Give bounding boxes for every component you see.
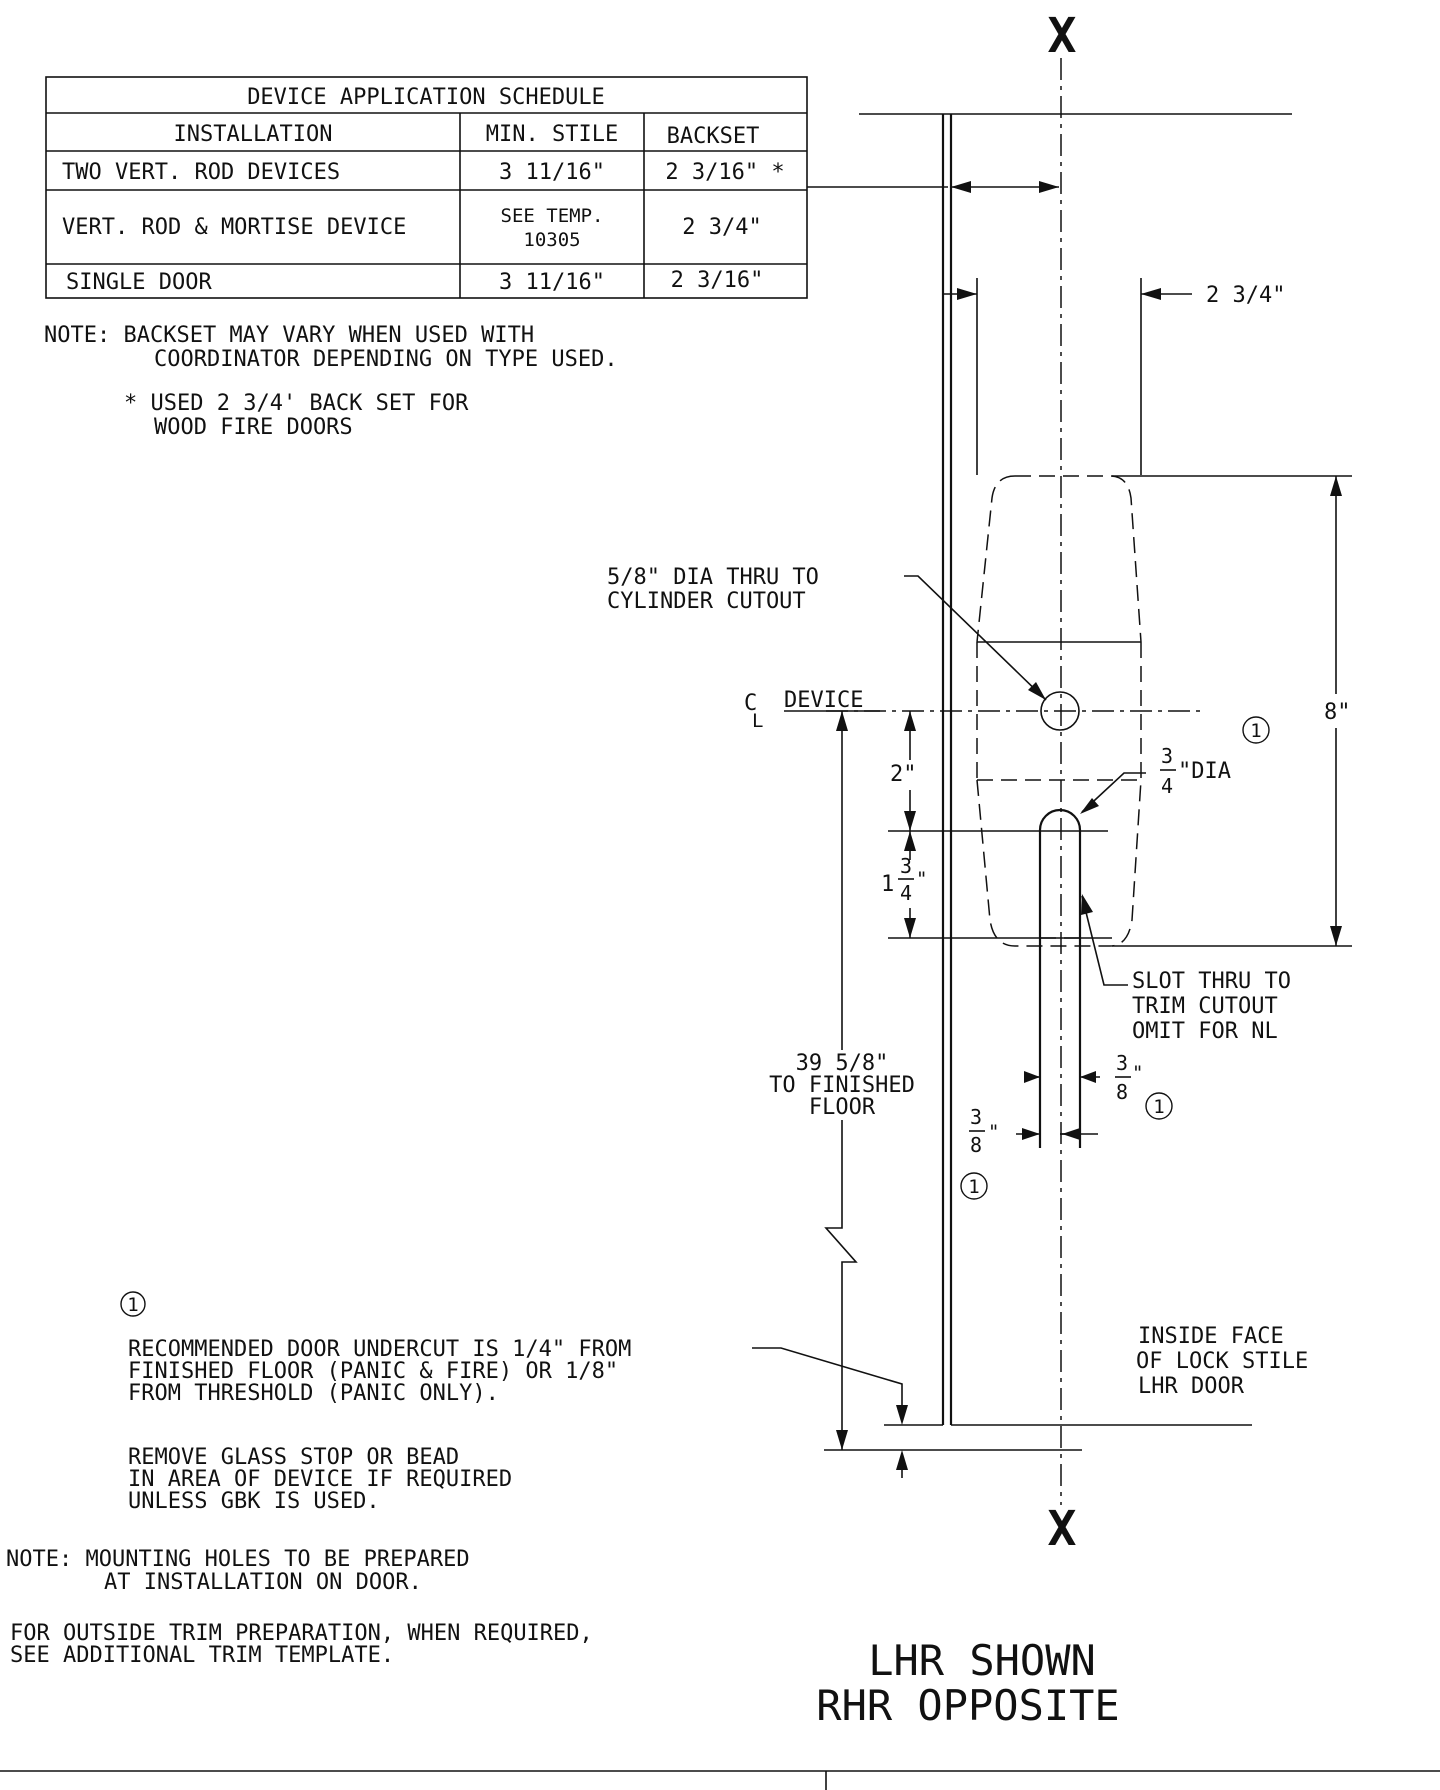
hand-label-line: LHR SHOWN	[868, 1636, 1096, 1685]
note-ref-bubble-label: 1	[968, 1176, 979, 1198]
floor-dimension-text: TO FINISHED	[769, 1073, 915, 1098]
note-text: * USED 2 3/4' BACK SET FOR	[124, 391, 469, 416]
dim-frac-den: 8	[970, 1133, 982, 1157]
dim-whole: 1	[881, 872, 894, 897]
schedule-header-backset: BACKSET	[667, 124, 760, 149]
centerline-symbol: C	[744, 691, 757, 716]
schedule-title: DEVICE APPLICATION SCHEDULE	[247, 85, 605, 110]
note-text: SEE ADDITIONAL TRIM TEMPLATE.	[10, 1643, 394, 1668]
schedule-row-installation: TWO VERT. ROD DEVICES	[62, 160, 340, 185]
schedule-row-min-stile: 3 11/16"	[499, 160, 605, 185]
note-text: NOTE: BACKSET MAY VARY WHEN USED WITH	[44, 323, 534, 348]
dim-1-3-4-inch: 1 3 4 "	[881, 831, 927, 938]
door-stile-edge	[824, 113, 1292, 1451]
dim-2-inch: 2"	[890, 711, 917, 831]
note-text: NOTE: MOUNTING HOLES TO BE PREPARED	[6, 1547, 470, 1572]
device-centerline-label: C L DEVICE	[744, 688, 880, 732]
cutout-width-dimension: 2 3/4"	[943, 278, 1285, 475]
slot-callout-text: TRIM CUTOUT	[1132, 994, 1278, 1019]
note-text: FOR OUTSIDE TRIM PREPARATION, WHEN REQUI…	[10, 1621, 593, 1646]
note-text: FROM THRESHOLD (PANIC ONLY).	[128, 1381, 499, 1406]
undercut-note: 1 RECOMMENDED DOOR UNDERCUT IS 1/4" FROM…	[6, 1291, 631, 1668]
schedule-row-min-stile: SEE TEMP.	[501, 205, 604, 227]
dim-inch: "	[1132, 1062, 1143, 1084]
slot-offset-dimension: 3 8 "	[969, 1105, 1098, 1157]
note-ref-bubble-label: 1	[1250, 720, 1261, 742]
slot-width-dimension: 3 8 "	[1024, 1051, 1143, 1104]
schedule-row-backset: 2 3/4"	[682, 215, 761, 240]
cutout-height-dimension: 8"	[1324, 476, 1351, 946]
stile-label-text: INSIDE FACE	[1138, 1324, 1284, 1349]
dim-frac-num: 3	[1116, 1051, 1128, 1075]
schedule-row-min-stile: 3 11/16"	[499, 270, 605, 295]
slot-dia-callout: 3 4 "DIA	[1080, 744, 1231, 814]
note-ref-bubble	[1242, 716, 1270, 744]
template-centerline: X X	[1048, 8, 1077, 1557]
stile-label-text: LHR DOOR	[1138, 1374, 1245, 1399]
note-text: REMOVE GLASS STOP OR BEAD	[128, 1445, 459, 1470]
hole-callout: 5/8" DIA THRU TO CYLINDER CUTOUT	[607, 565, 1047, 701]
slot-callout: SLOT THRU TO TRIM CUTOUT OMIT FOR NL	[1081, 894, 1291, 1044]
dim-cutout-height: 8"	[1324, 700, 1351, 725]
schedule-header-installation: INSTALLATION	[174, 122, 333, 147]
trim-cutout-outline	[976, 475, 1142, 947]
dim-frac-num: 3	[1161, 744, 1173, 768]
slot-callout-text: SLOT THRU TO	[1132, 969, 1291, 994]
hand-label: LHR SHOWN RHR OPPOSITE	[816, 1636, 1119, 1730]
x-marker-bottom: X	[1048, 1501, 1077, 1557]
schedule-header-min-stile: MIN. STILE	[486, 122, 618, 147]
schedule-row-installation: SINGLE DOOR	[66, 270, 212, 295]
undercut-leader	[752, 1347, 908, 1478]
dim-frac-num: 3	[970, 1105, 982, 1129]
floor-dimension-text: FLOOR	[809, 1095, 876, 1120]
note-ref-bubble-label: 1	[127, 1294, 138, 1316]
floor-height-dimension: 39 5/8" TO FINISHED FLOOR	[769, 711, 915, 1450]
stile-label: INSIDE FACE OF LOCK STILE LHR DOOR	[1136, 1324, 1308, 1399]
note-text: FINISHED FLOOR (PANIC & FIRE) OR 1/8"	[128, 1359, 618, 1384]
slot-callout-text: OMIT FOR NL	[1132, 1019, 1278, 1044]
schedule-row-backset: 2 3/16" *	[665, 160, 784, 185]
note-ref-bubble	[1145, 1092, 1173, 1120]
trim-slot	[1038, 808, 1082, 1148]
note-text: IN AREA OF DEVICE IF REQUIRED	[128, 1467, 512, 1492]
dim-cutout-width: 2 3/4"	[1206, 283, 1285, 308]
note-text: WOOD FIRE DOORS	[154, 415, 353, 440]
schedule-row-installation: VERT. ROD & MORTISE DEVICE	[62, 215, 406, 240]
x-marker-top: X	[1048, 8, 1077, 64]
note-ref-bubble	[960, 1172, 988, 1200]
dim-inch: "	[916, 868, 927, 890]
hole-callout-text: CYLINDER CUTOUT	[607, 589, 806, 614]
note-text: UNLESS GBK IS USED.	[128, 1489, 380, 1514]
dim-inch: "	[988, 1121, 999, 1143]
stile-label-text: OF LOCK STILE	[1136, 1349, 1308, 1374]
note-ref-bubble-label: 1	[1153, 1096, 1164, 1118]
dim-frac-den: 4	[1161, 774, 1173, 798]
dim-2: 2"	[890, 762, 917, 787]
backset-dimension	[951, 181, 1059, 193]
dim-frac-num: 3	[900, 854, 912, 878]
schedule-row-min-stile: 10305	[523, 229, 580, 251]
hole-callout-text: 5/8" DIA THRU TO	[607, 565, 819, 590]
dim-frac-den: 4	[900, 881, 912, 905]
hand-label-line: RHR OPPOSITE	[816, 1681, 1119, 1730]
cylinder-hole	[826, 691, 1200, 731]
note-text: RECOMMENDED DOOR UNDERCUT IS 1/4" FROM	[128, 1337, 631, 1362]
note-text: AT INSTALLATION ON DOOR.	[104, 1570, 422, 1595]
centerline-subscript: L	[752, 710, 763, 732]
device-application-schedule: DEVICE APPLICATION SCHEDULE INSTALLATION…	[45, 76, 808, 299]
dim-dia-suffix: "DIA	[1178, 759, 1231, 784]
schedule-row-backset: 2 3/16"	[671, 268, 764, 293]
dim-frac-den: 8	[1116, 1080, 1128, 1104]
backset-note: NOTE: BACKSET MAY VARY WHEN USED WITH CO…	[44, 323, 618, 440]
floor-dimension-text: 39 5/8"	[796, 1051, 889, 1076]
note-text: COORDINATOR DEPENDING ON TYPE USED.	[154, 347, 618, 372]
centerline-label: DEVICE	[784, 688, 863, 713]
